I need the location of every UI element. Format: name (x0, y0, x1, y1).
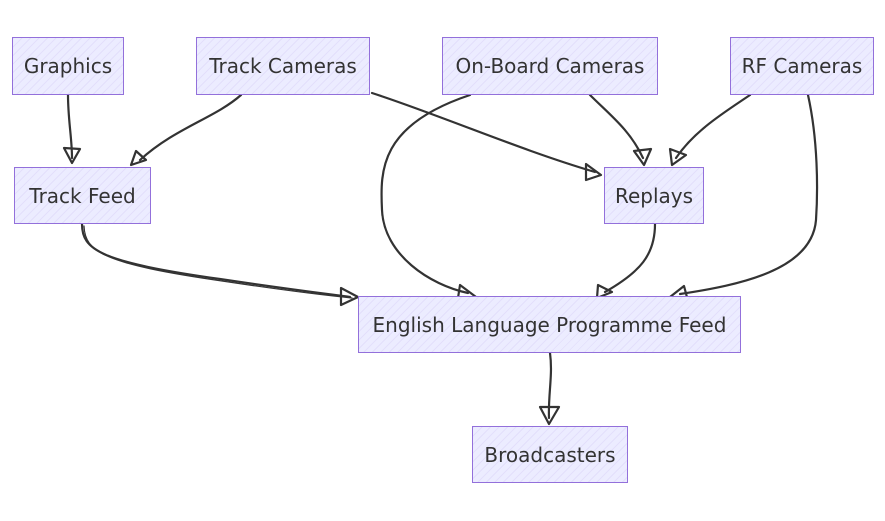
arrowhead-track-cameras-to-replays (584, 162, 603, 182)
node-label: RF Cameras (741, 54, 863, 78)
edge-rf-to-replays (674, 93, 752, 160)
arrowhead-track-cameras-to-track-feed (129, 149, 148, 167)
node-onboard-cameras: On-Board Cameras (442, 37, 658, 95)
edge-track-cameras-to-replays (370, 91, 597, 174)
edge-track-cameras-to-track-feed (138, 93, 243, 162)
edge-onboard-to-english (380, 93, 472, 295)
node-label: Track Feed (29, 183, 136, 208)
edge-track-feed-to-english-2 (83, 225, 353, 299)
node-rf-cameras: RF Cameras (730, 37, 874, 95)
edge-graphics-to-track-feed (66, 93, 74, 160)
node-track-cameras: Track Cameras (196, 37, 370, 95)
node-label: Track Cameras (209, 54, 357, 78)
edge-rf-to-english (678, 93, 819, 296)
edge-replays-to-english (603, 222, 657, 294)
arrowhead-replays-to-english (595, 283, 614, 300)
node-broadcasters: Broadcasters (472, 426, 628, 483)
node-track-feed: Track Feed (14, 167, 151, 224)
edge-english-to-broadcasters (547, 351, 553, 420)
node-english-language-programme-feed: English Language Programme Feed (358, 296, 741, 353)
node-label: Replays (614, 183, 694, 208)
arrowhead-rf-to-replays (668, 147, 688, 167)
node-replays: Replays (604, 167, 704, 224)
edge-onboard-to-replays (588, 93, 645, 160)
node-label: Broadcasters (484, 442, 616, 467)
arrowhead-onboard-to-replays (632, 147, 653, 167)
arrowhead-english-to-broadcasters (538, 405, 561, 426)
node-label: English Language Programme Feed (372, 312, 727, 337)
arrowhead-track-feed-to-english (339, 286, 360, 307)
node-label: Graphics (23, 54, 113, 78)
edge-track-feed-to-english (80, 222, 352, 299)
node-label: On-Board Cameras (455, 54, 645, 78)
node-graphics: Graphics (12, 37, 124, 95)
arrowhead-graphics-to-track-feed (62, 146, 82, 165)
